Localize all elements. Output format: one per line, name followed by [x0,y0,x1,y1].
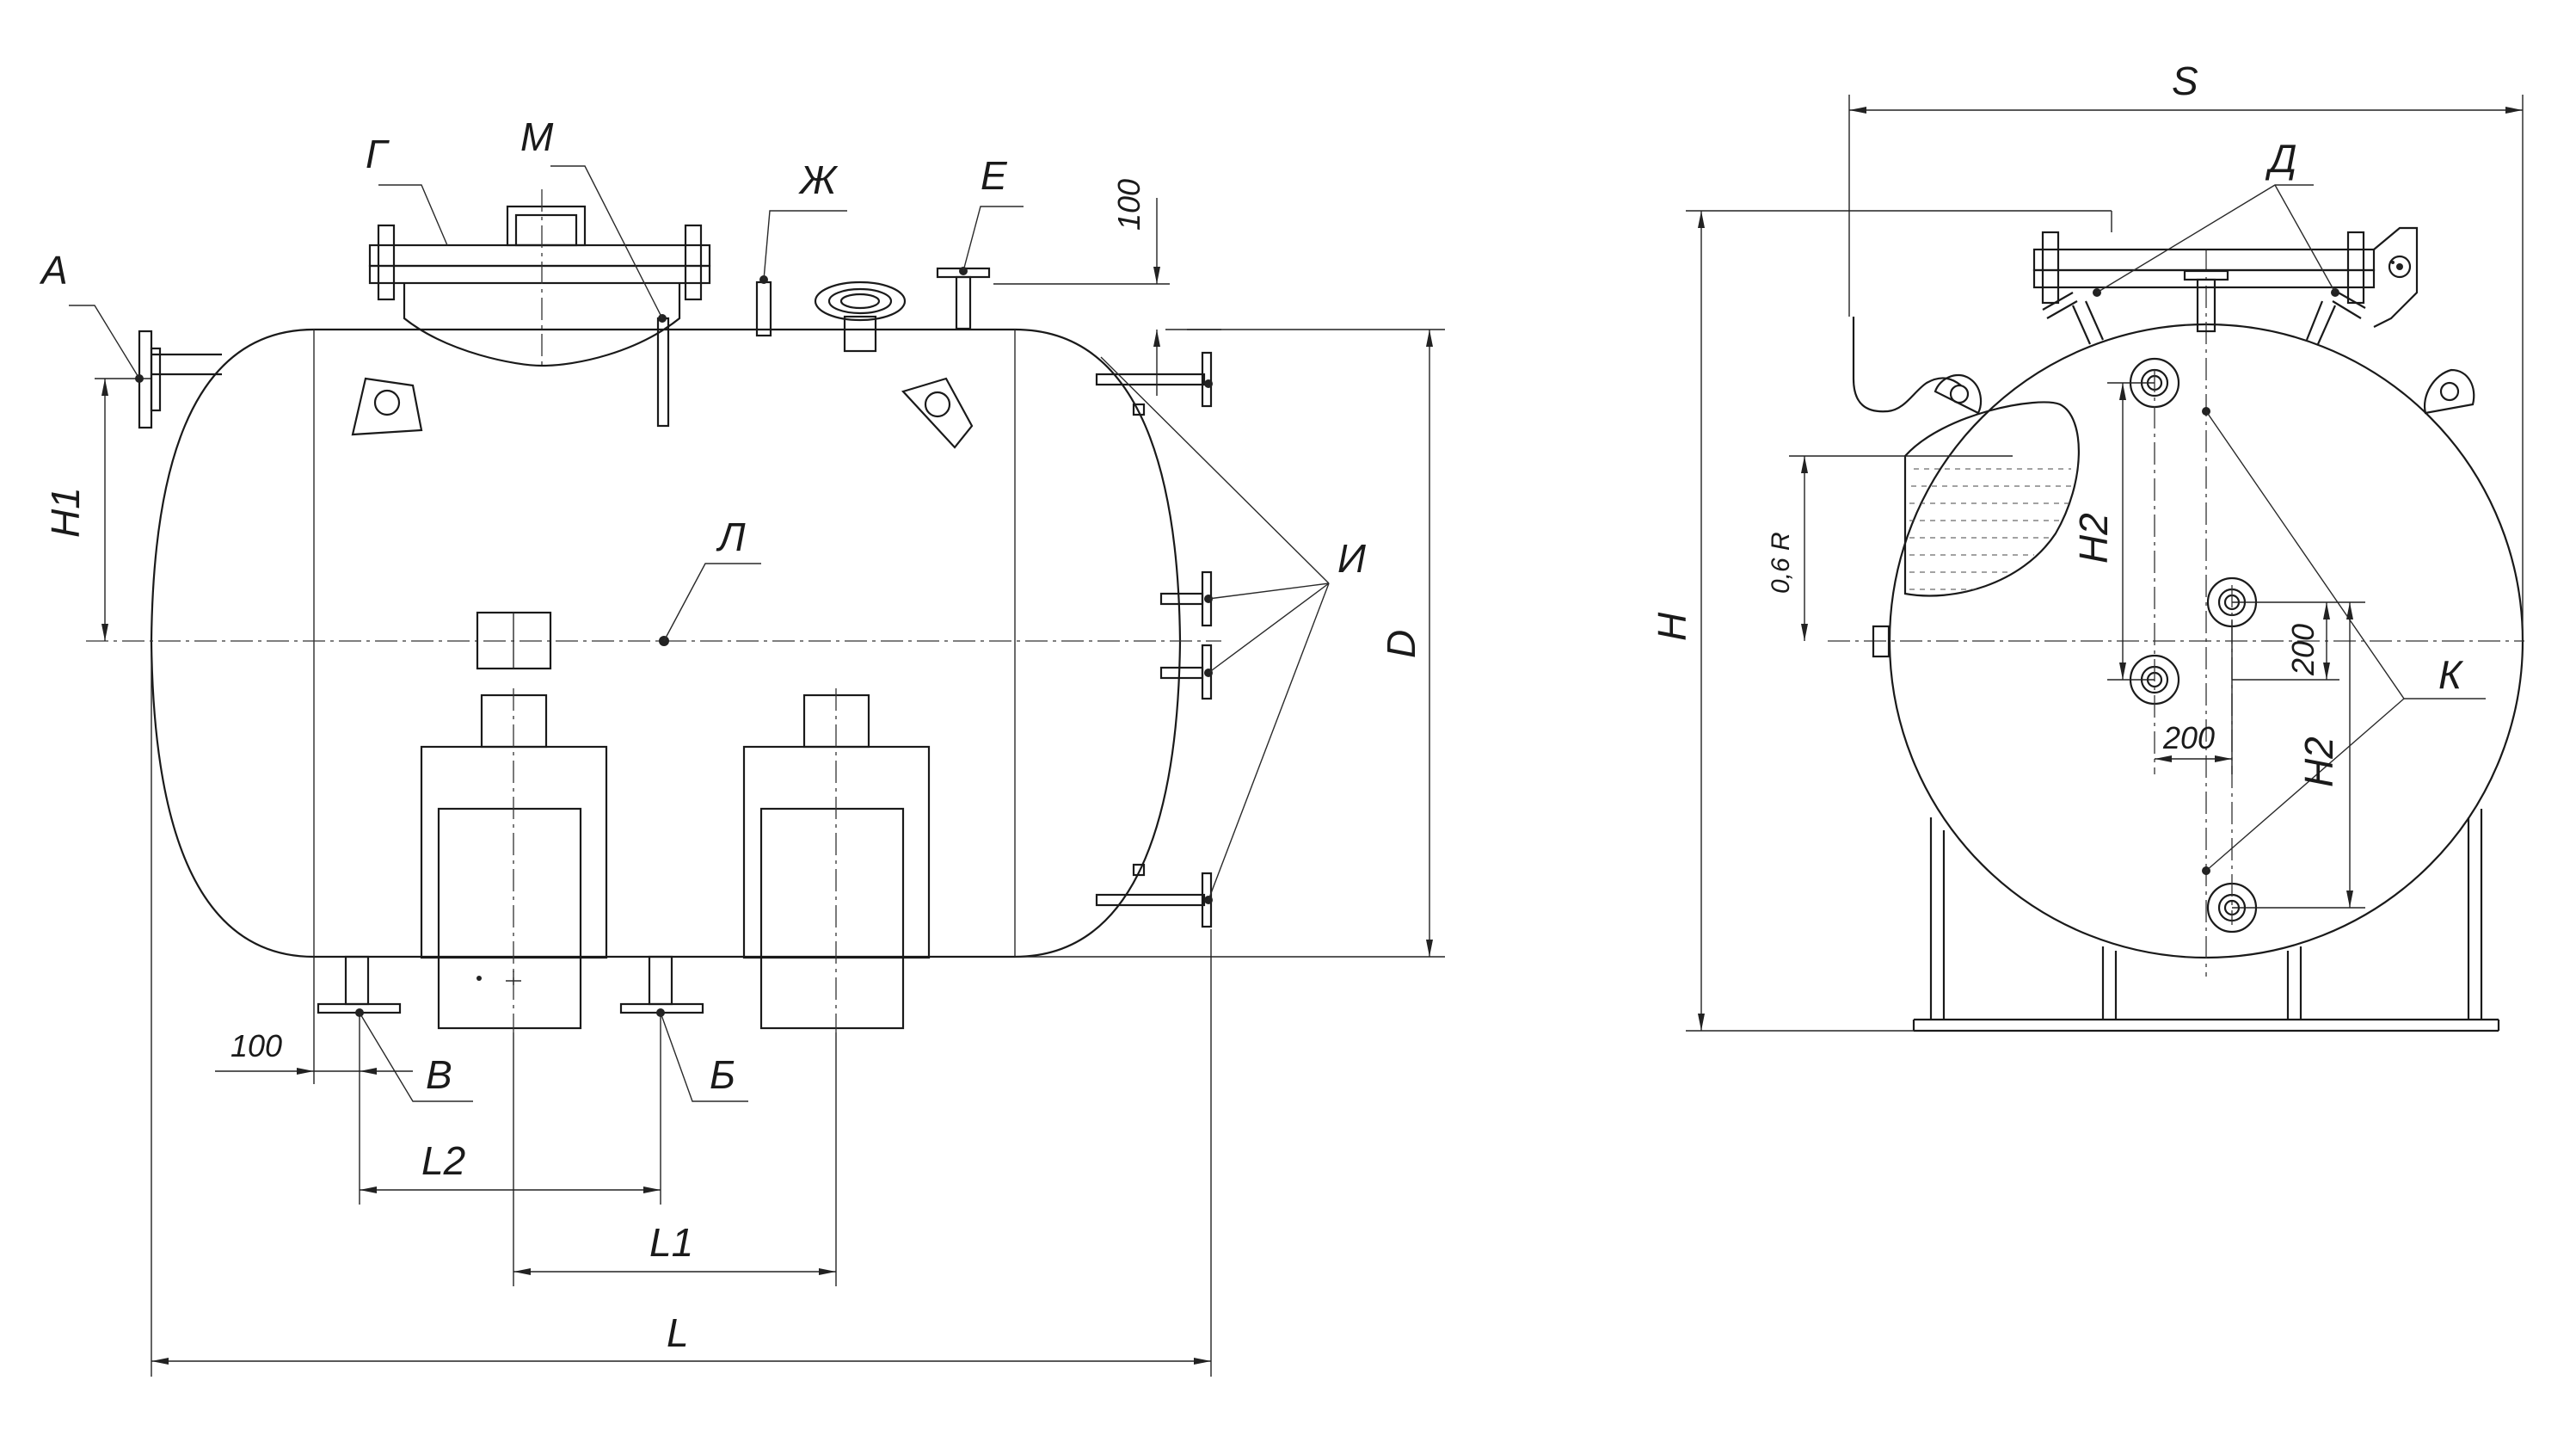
dim-h1: H1 [43,487,88,538]
label-k: К [2438,652,2464,697]
nozzle-e [936,267,991,330]
dim-d: D [1379,630,1423,658]
label-a: А [39,248,68,293]
label-e: Е [981,153,1008,198]
heater-left [420,688,608,1032]
dim-top-100: 100 [1111,179,1147,231]
lifting-lugs [351,377,974,449]
dim-h: H [1650,612,1694,641]
dim-l2: L2 [421,1138,465,1183]
nozzles-i [1095,351,1213,928]
end-side-nozzle [1872,625,1891,658]
dim-level: 0,6 R [1767,532,1795,594]
manhole-g [368,189,711,370]
side-dimensions [95,198,1445,1377]
dim-200-horizontal: 200 [2162,720,2215,755]
label-g: Г [366,132,390,176]
nozzle-a [135,330,222,429]
label-d-end: Д [2265,136,2296,181]
dim-h2-upper: H2 [2071,513,2116,564]
end-view: Д К S H 0,6 R H2 200 200 H2 [1650,59,2524,1032]
label-zh: Ж [798,157,839,202]
support-saddle [1912,809,2500,1032]
nozzle-v [317,955,402,1017]
label-l: Л [716,515,746,559]
dim-l: L [667,1310,689,1355]
dim-h2-lower: H2 [2296,736,2341,787]
end-manhole [2032,226,2419,345]
liquid-level [1903,401,2080,597]
label-m: М [520,114,554,159]
dim-s: S [2172,59,2198,103]
leaders [69,165,1330,1102]
nozzle-top-flange [814,280,907,353]
label-i: И [1337,536,1366,581]
flanges-k [2129,357,2258,934]
nozzle-zh [755,275,772,337]
nozzle-b [619,955,704,1017]
dim-l1: L1 [649,1220,693,1265]
end-lugs [1934,368,2475,415]
dim-200-vertical: 200 [2285,624,2321,676]
side-view: А Г М Ж Е Л И В Б 100 H1 D 100 L2 L1 L [39,114,1445,1377]
dim-bottom-100: 100 [231,1028,282,1063]
end-leaders [2096,184,2486,872]
end-dimensions [1686,95,2524,1032]
heater-right [742,688,931,1032]
label-b: Б [710,1052,735,1097]
label-v: В [426,1052,452,1097]
